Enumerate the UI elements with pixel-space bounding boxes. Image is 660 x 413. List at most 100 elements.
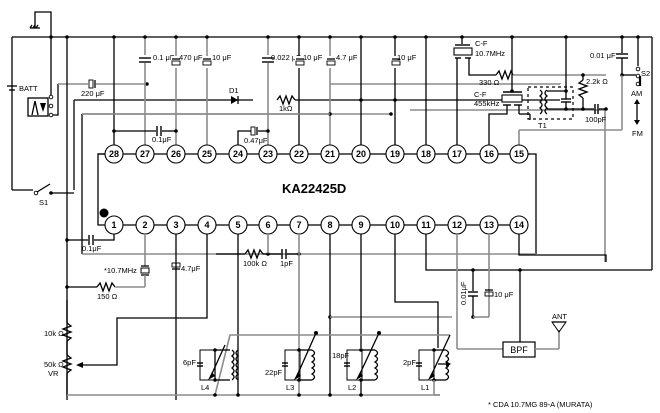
antenna-label: ANT (552, 312, 567, 321)
pin-16: 16 (479, 144, 499, 164)
pin-20: 20 (351, 144, 371, 164)
svg-text:20: 20 (356, 149, 366, 159)
svg-text:27: 27 (140, 149, 150, 159)
resistor-2-2k: 2.2k Ω (577, 73, 608, 111)
cap-label: 100pF (585, 115, 607, 124)
cap-pin19: 10 μF (391, 53, 417, 68)
cap-label: 10 μF (494, 290, 514, 299)
battery-label: BATT (19, 84, 38, 93)
svg-text:15: 15 (514, 149, 524, 159)
switch-s1: S1 (33, 183, 74, 207)
cap-220uf-label: 220 μF (81, 89, 105, 98)
svg-text:14: 14 (514, 220, 524, 230)
cap-label: 1pF (280, 259, 293, 268)
resistor-330-label: 330 Ω (479, 78, 500, 87)
ground-icon (29, 11, 52, 37)
svg-text:12: 12 (452, 220, 462, 230)
ceramic-filter-10-7mhz: C-F 10.7MHz 330 Ω (453, 37, 606, 145)
svg-text:18: 18 (421, 149, 431, 159)
resistor-10k: 10k Ω (44, 300, 73, 355)
inductor-label: L1 (421, 383, 429, 392)
svg-text:7: 7 (296, 220, 301, 230)
transformer-label: T1 (538, 121, 547, 130)
cap-label: 10 μF (303, 53, 323, 62)
transformer-t1: T1 (527, 37, 583, 130)
cap-1pf: 1pF (268, 249, 299, 268)
vr-label: VR (48, 369, 59, 378)
resistor-label: 50k Ω (44, 360, 64, 369)
resistor-label: 10k Ω (44, 329, 64, 338)
svg-text:8: 8 (327, 220, 332, 230)
pin-11: 11 (416, 215, 436, 235)
cap-label: 0.1μF (82, 244, 102, 253)
am-fm-bus (82, 83, 606, 262)
svg-text:21: 21 (325, 149, 335, 159)
pin-22: 22 (289, 144, 309, 164)
resistor-label: 150 Ω (97, 292, 118, 301)
resistor-1k-label: 1kΩ (279, 104, 293, 113)
cap-220uf: 220 μF (58, 79, 147, 98)
bpf-label: BPF (510, 345, 528, 355)
cap-label: 6pF (183, 358, 196, 367)
pin-5: 5 (228, 215, 248, 235)
resistor-150: 150 Ω (65, 281, 145, 301)
cap-label: 0.01μF (459, 281, 468, 305)
bandpass-filter: BPF (502, 270, 559, 358)
svg-text:19: 19 (390, 149, 400, 159)
svg-text:24: 24 (233, 149, 243, 159)
cap-label: 0.1μF (152, 135, 172, 144)
cap-label: 22pF (265, 368, 283, 377)
antenna: ANT (551, 312, 567, 349)
svg-text:22: 22 (294, 149, 304, 159)
svg-text:11: 11 (421, 220, 431, 230)
svg-text:16: 16 (484, 149, 494, 159)
cap-label: 10 μF (212, 53, 232, 62)
svg-text:25: 25 (202, 149, 212, 159)
svg-text:28: 28 (109, 149, 119, 159)
cap-label: 4.7 μF (336, 53, 358, 62)
cap-pin1: 0.1μF (65, 234, 115, 253)
volume-resistor: 50k Ω VR (44, 354, 73, 395)
svg-text:2: 2 (142, 220, 147, 230)
pin-8: 8 (320, 215, 340, 235)
pin-9: 9 (351, 215, 371, 235)
pin-4: 4 (197, 215, 217, 235)
svg-text:26: 26 (171, 149, 181, 159)
tank-l3: 22pF L3 (265, 331, 318, 397)
switch-s2-label: S2 (641, 69, 650, 78)
cap-pin22: 10 μF (295, 53, 323, 68)
resistor-label: 100k Ω (243, 259, 267, 268)
cap-pin12: 0.01μF (459, 270, 478, 319)
pin-25: 25 (197, 144, 217, 164)
cap-label: 0.01 μF (590, 51, 616, 60)
cf-freq-label: 10.7MHz (475, 49, 505, 58)
cap-label: 0.47μF (244, 136, 268, 145)
cap-label: 10 μF (397, 53, 417, 62)
cap-pin23: 0.022 μF (261, 53, 301, 63)
am-label: AM (631, 89, 642, 98)
cap-label: 470 μF (179, 53, 203, 62)
cap-0-01uf: 0.01 μF (518, 37, 628, 145)
pin-14: 14 (509, 215, 529, 235)
cap-label: 0.1 μF (153, 53, 175, 62)
cap-pin21: 4.7 μF (326, 53, 358, 68)
pin-1: 1 (104, 215, 124, 235)
pin-26: 26 (166, 144, 186, 164)
cap-pin26: 470 μF (171, 53, 203, 68)
svg-text:17: 17 (452, 149, 462, 159)
pin-7: 7 (289, 215, 309, 235)
inductor-label: L3 (286, 383, 294, 392)
pin-15: 15 (509, 144, 529, 164)
pin-6: 6 (258, 215, 278, 235)
inductor-label: L4 (201, 383, 209, 392)
crystal-label: *10.7MHz (104, 266, 137, 275)
tank-l1: 2pF L1 (403, 334, 451, 396)
fm-label: FM (632, 129, 643, 138)
cf-label: C-F (475, 39, 488, 48)
footnote: * CDA 10.7MG 89-A (MURATA) (488, 400, 593, 409)
diode-label: D1 (229, 86, 239, 95)
ic-part-number: KA22425D (282, 181, 346, 196)
resistor-100k: 100k Ω (216, 234, 269, 268)
svg-text:1: 1 (111, 220, 116, 230)
cf-label: C-F (474, 90, 487, 99)
